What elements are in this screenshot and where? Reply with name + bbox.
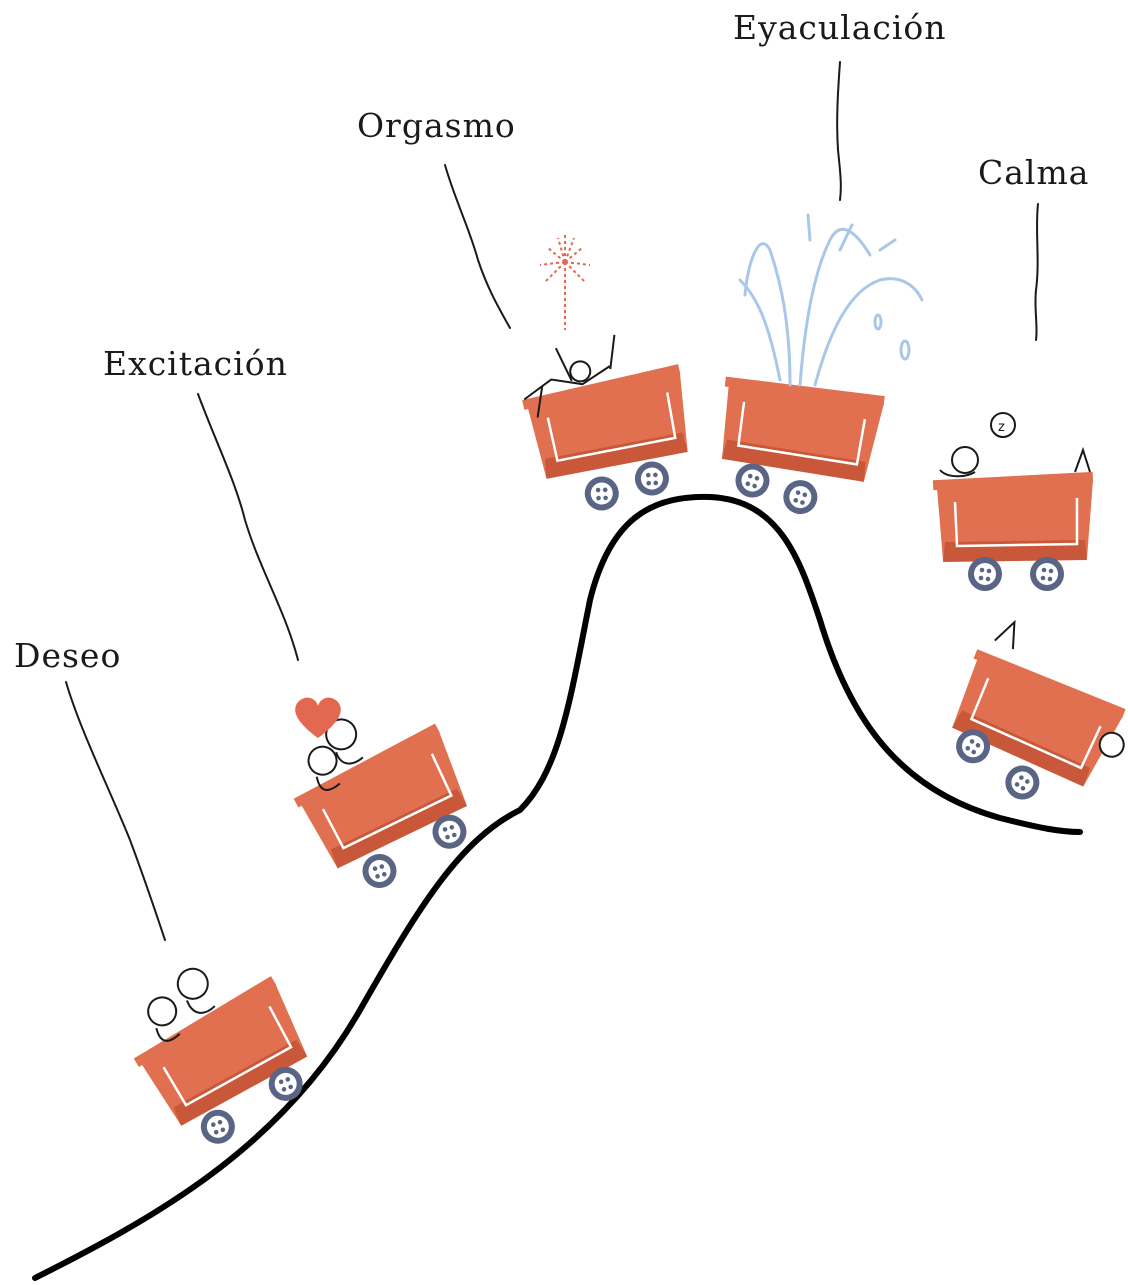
cart-deseo [128,967,315,1150]
stage-label-deseo: Deseo [14,636,122,675]
heart-icon [295,697,341,738]
fireworks-icon [539,235,591,330]
cart-orgasmo [519,334,696,514]
leader-line-excitacion [197,393,299,661]
stage-label-calma: Calma [978,153,1090,192]
leader-line-orgasmo [444,164,511,329]
cart-calma-lower [941,619,1128,806]
track-curve [32,493,1083,1281]
stage-label-eyaculacion: Eyaculación [733,8,947,47]
cart-excitacion [288,718,475,894]
leader-line-deseo [65,681,166,941]
cart-calma-upper: z [931,412,1095,591]
leader-line-eyaculacion [836,61,842,201]
leader-line-calma [1034,203,1039,341]
svg-text:z: z [998,420,1005,435]
stage-label-excitacion: Excitación [103,344,288,383]
fountain-icon [738,213,924,387]
stage-label-orgasmo: Orgasmo [357,106,516,145]
